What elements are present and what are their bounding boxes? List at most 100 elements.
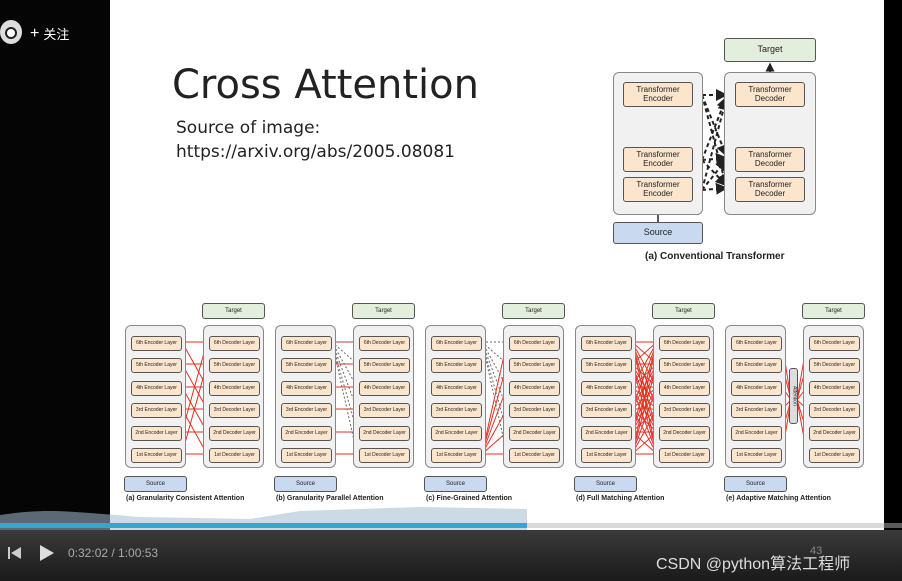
uploader-avatar[interactable] (0, 20, 22, 44)
encoder-layer: 1st Encoder Layer (731, 448, 782, 463)
plus-icon: + (30, 24, 40, 42)
encoder-layer: 2nd Encoder Layer (431, 426, 482, 441)
conv-decoder-top: Transformer Decoder (735, 82, 805, 107)
attention-module: Attention (789, 368, 798, 424)
decoder-layer: 6th Decoder Layer (509, 336, 560, 351)
attention-link (181, 363, 208, 455)
decoder-layer: 3rd Decoder Layer (209, 403, 260, 418)
decoder-layer: 6th Decoder Layer (209, 336, 260, 351)
encoder-layer: 2nd Encoder Layer (281, 426, 332, 441)
conv-encoder-bottom: Transformer Encoder (623, 177, 693, 202)
attention-link (331, 341, 358, 433)
attention-link (631, 431, 658, 455)
encoder-layer: 2nd Encoder Layer (731, 426, 782, 441)
panel-target-box: Target (352, 303, 415, 319)
encoder-layer: 1st Encoder Layer (131, 448, 182, 463)
encoder-layer: 2nd Encoder Layer (581, 426, 632, 441)
player-controls (0, 530, 902, 581)
decoder-layer: 5th Decoder Layer (659, 358, 710, 373)
panel-source-box: Source (124, 476, 187, 492)
attention-link (631, 363, 658, 455)
encoder-layer: 1st Encoder Layer (431, 448, 482, 463)
conv-encoder-top: Transformer Encoder (623, 82, 693, 107)
slide-number: 43 (810, 545, 823, 557)
attention-link (331, 341, 358, 388)
play-icon[interactable] (38, 544, 56, 562)
panel-source-box: Source (274, 476, 337, 492)
decoder-layer: 5th Decoder Layer (359, 358, 410, 373)
decoder-layer: 1st Decoder Layer (509, 448, 560, 463)
left-panel (0, 0, 110, 581)
decoder-layer: 4th Decoder Layer (209, 381, 260, 396)
panel-source-box: Source (424, 476, 487, 492)
attention-link (631, 408, 658, 455)
encoder-layer: 4th Encoder Layer (581, 381, 632, 396)
source-label: Source of image: (176, 118, 321, 138)
conv-encoder-mid: Transformer Encoder (623, 147, 693, 172)
decoder-layer: 1st Decoder Layer (209, 448, 260, 463)
panel-encoder-stack: 6th Encoder Layer 5th Encoder Layer 4th En… (725, 325, 786, 468)
attention-link (481, 363, 508, 455)
decoder-layer: 4th Decoder Layer (659, 381, 710, 396)
attention-link (331, 341, 358, 365)
decoder-layer: 2nd Decoder Layer (659, 426, 710, 441)
encoder-layer: 3rd Encoder Layer (281, 403, 332, 418)
conv-decoder-mid: Transformer Decoder (735, 147, 805, 172)
encoder-layer: 3rd Encoder Layer (731, 403, 782, 418)
attention-link (181, 341, 208, 433)
decoder-layer: 2nd Decoder Layer (359, 426, 410, 441)
decoder-layer: 3rd Decoder Layer (809, 403, 860, 418)
conv-source-box: Source (613, 222, 703, 244)
decoder-layer: 4th Decoder Layer (809, 381, 860, 396)
encoder-layer: 4th Encoder Layer (431, 381, 482, 396)
attention-link (481, 431, 508, 455)
encoder-layer: 6th Encoder Layer (731, 336, 782, 351)
attention-link (481, 341, 508, 388)
encoder-layer: 4th Encoder Layer (731, 381, 782, 396)
attention-link (631, 341, 658, 410)
decoder-layer: 1st Decoder Layer (809, 448, 860, 463)
encoder-layer: 6th Encoder Layer (431, 336, 482, 351)
encoder-layer: 6th Encoder Layer (581, 336, 632, 351)
panel-target-box: Target (502, 303, 565, 319)
encoder-layer: 2nd Encoder Layer (131, 426, 182, 441)
encoder-layer: 6th Encoder Layer (281, 336, 332, 351)
panel-target-box: Target (202, 303, 265, 319)
panel-caption: (e) Adaptive Matching Attention (726, 495, 831, 502)
encoder-layer: 1st Encoder Layer (281, 448, 332, 463)
previous-icon[interactable] (8, 546, 22, 560)
panel-caption: (d) Full Matching Attention (576, 495, 665, 502)
attention-link (631, 341, 658, 455)
encoder-layer: 6th Encoder Layer (131, 336, 182, 351)
encoder-layer: 4th Encoder Layer (281, 381, 332, 396)
decoder-layer: 4th Decoder Layer (509, 381, 560, 396)
attention-link (481, 386, 508, 455)
decoder-layer: 2nd Decoder Layer (209, 426, 260, 441)
follow-label: 关注 (43, 27, 70, 42)
decoder-layer: 6th Decoder Layer (359, 336, 410, 351)
encoder-layer: 3rd Encoder Layer (131, 403, 182, 418)
attention-link (481, 341, 508, 455)
encoder-layer: 5th Encoder Layer (131, 358, 182, 373)
attention-link (631, 386, 658, 455)
decoder-layer: 4th Decoder Layer (359, 381, 410, 396)
attention-link (631, 341, 658, 365)
follow-button[interactable]: + 关注 (30, 24, 69, 43)
encoder-layer: 5th Encoder Layer (731, 358, 782, 373)
encoder-layer: 3rd Encoder Layer (581, 403, 632, 418)
conv-target-box: Target (724, 38, 816, 62)
conv-caption: (a) Conventional Transformer (645, 251, 785, 262)
conv-decoder-bottom: Transformer Decoder (735, 177, 805, 202)
right-panel (884, 0, 902, 581)
decoder-layer: 5th Decoder Layer (509, 358, 560, 373)
decoder-layer: 5th Decoder Layer (809, 358, 860, 373)
panel-decoder-stack: 6th Decoder Layer 5th Decoder Layer 4th De… (203, 325, 264, 468)
decoder-layer: 3rd Decoder Layer (359, 403, 410, 418)
attention-link (331, 341, 358, 455)
decoder-layer: 5th Decoder Layer (209, 358, 260, 373)
decoder-layer: 1st Decoder Layer (359, 448, 410, 463)
